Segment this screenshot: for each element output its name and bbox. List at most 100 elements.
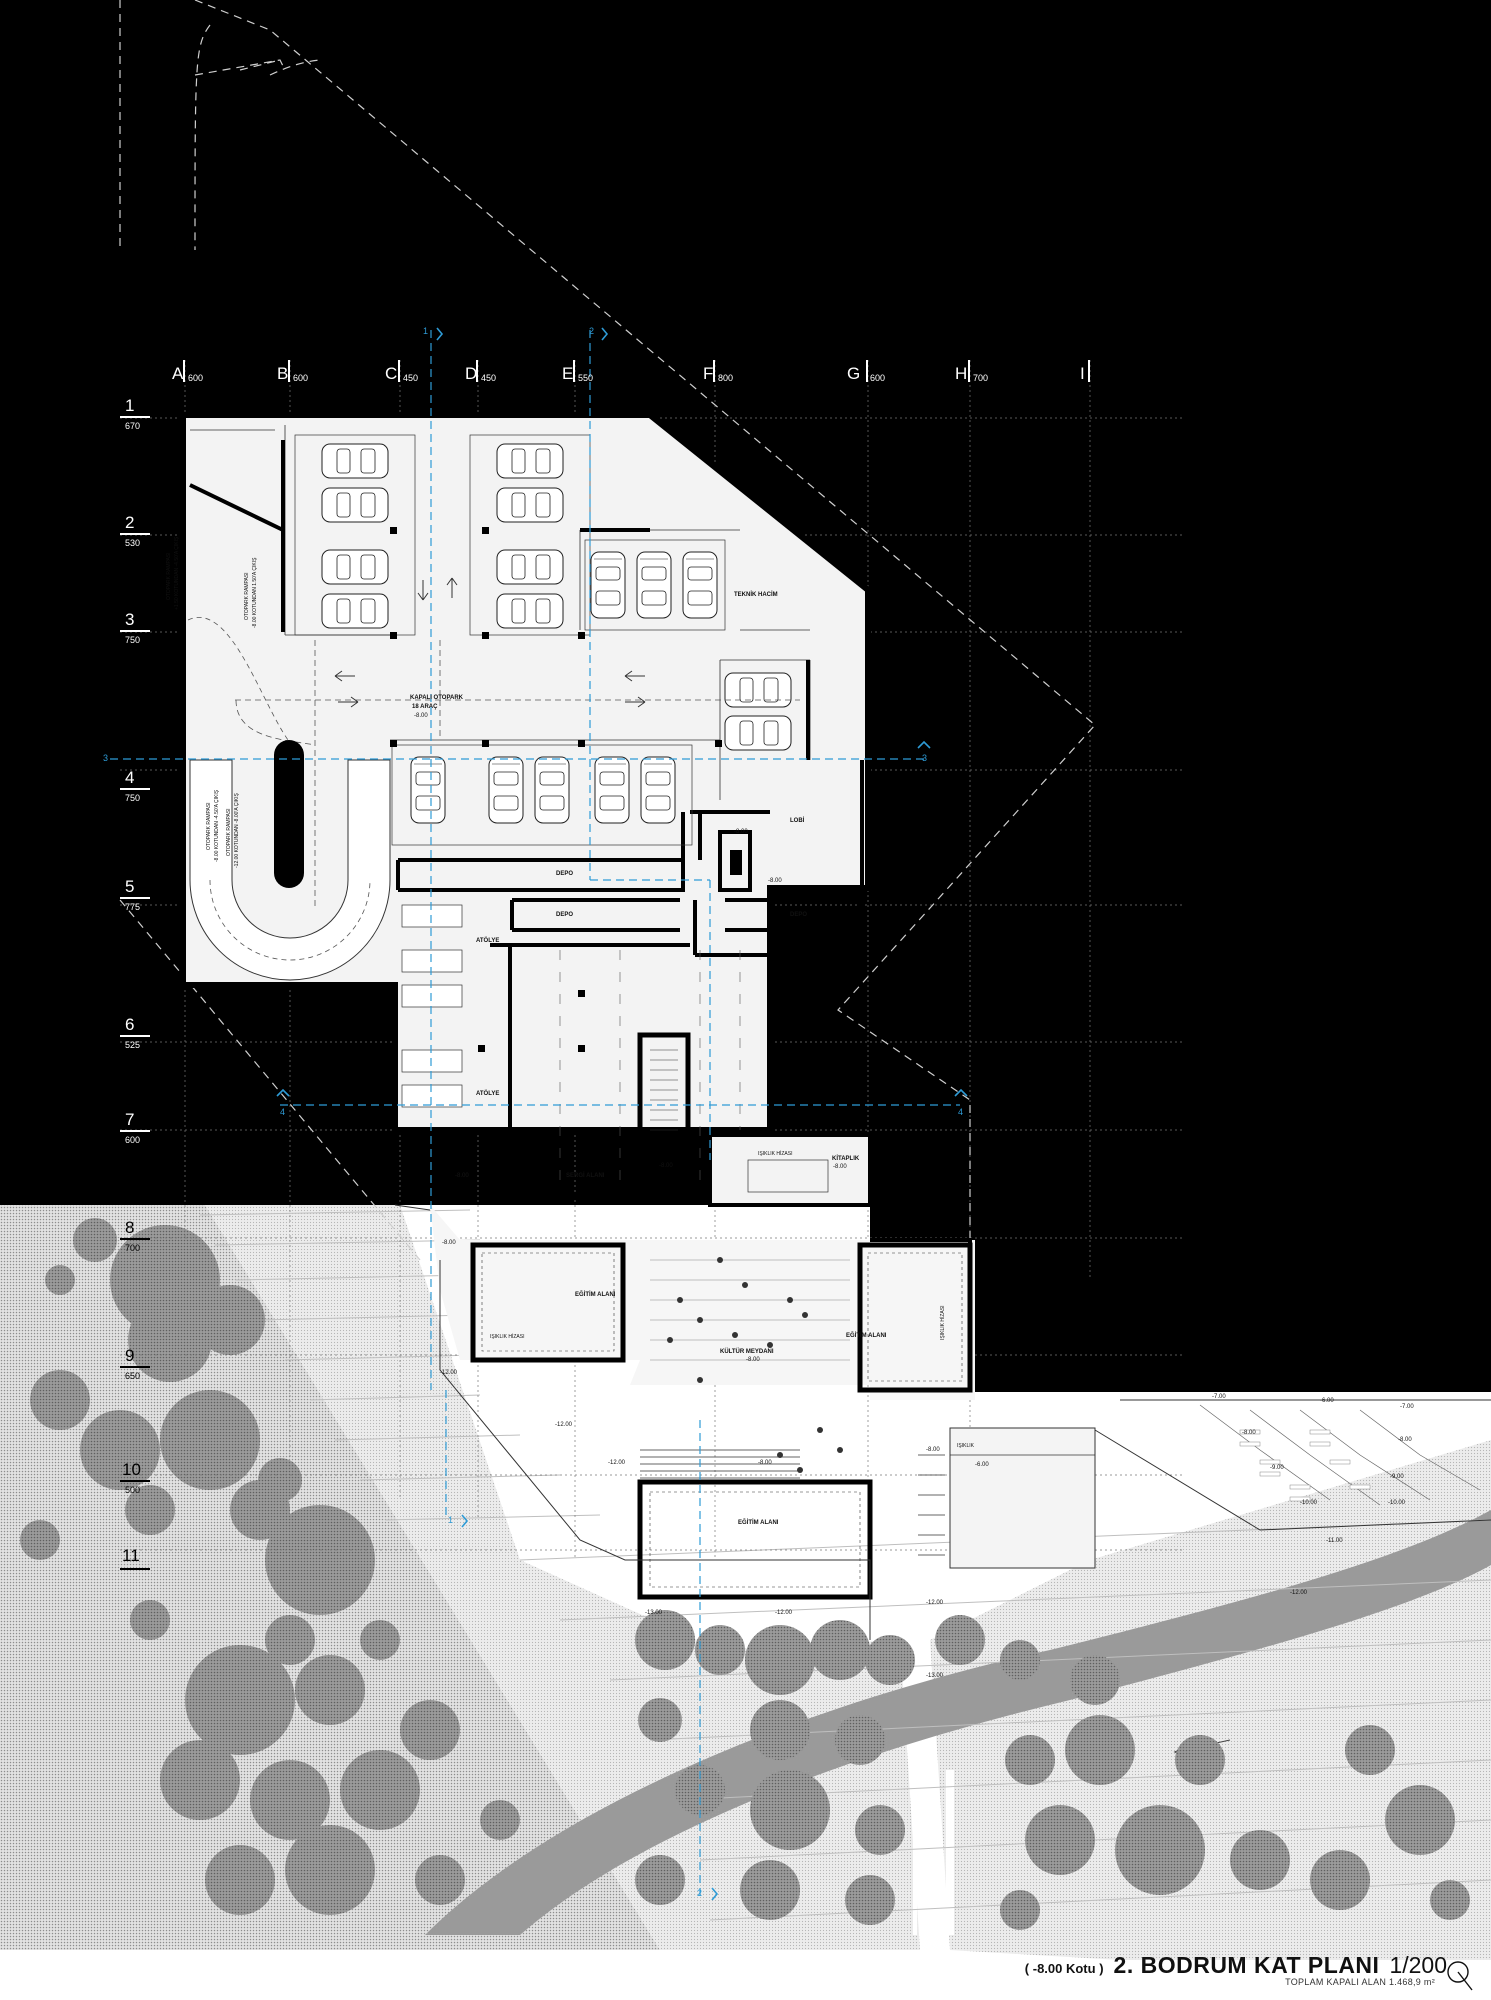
trees [20,1218,520,1915]
grid-row-label: 11 [122,1546,140,1565]
level-label: -8.00 [768,878,782,884]
level-label: -8.00 [758,1460,772,1466]
ramp-label: OTOPARK RAMPASI [166,552,172,600]
room-label: DEPO [556,871,574,877]
grid-row-label: 3 [125,610,135,629]
level-label: -13.00 [645,1610,663,1616]
level-label: -8.00 [926,1447,940,1453]
room-label: IŞIKLIK HİZASI [490,1334,525,1340]
grid-row-dim: 600 [125,1135,141,1145]
grid-row-label: 2 [125,513,135,532]
level-label: -8.00 [442,1240,456,1246]
room-label: DEPO [790,912,808,918]
ramp-label: OTOPARK RAMPASI [206,802,212,850]
level-label: -12.00 [1290,1590,1308,1596]
level-label: -8.00 [659,1163,673,1169]
level-label: -7.00 [1212,1394,1226,1400]
ramp-label: -8.00 KOTUNDAN -4.50'A ÇIKIŞ [214,789,220,862]
level-label: -8.00 [833,1164,847,1170]
level-label: -8.00 [455,1173,469,1179]
level-label: -8.00 [734,829,748,835]
grid-row-label: 10 [122,1460,141,1479]
section-marker: 4 [958,1107,964,1117]
grid-row-dim: 775 [125,902,141,912]
grid-row-dim: 530 [125,538,141,548]
room-label: -8.00 [414,713,428,719]
floor-level: ( -8.00 Kotu ) [1024,1961,1104,1976]
section-marker: 1 [448,1515,454,1525]
section-marker: 1 [423,326,429,336]
room-label: IŞIKLIK HİZASI [940,1305,946,1340]
grid-row-label: 6 [125,1015,135,1034]
level-label: -6.00 [1320,1398,1334,1404]
room-label: TEKNİK HACİM [734,592,778,598]
room-label: LOBİ [790,818,805,824]
drawing-scale: 1/200 [1389,1952,1447,1978]
grid-col-dim: 700 [973,373,989,383]
grid-col-dim: 600 [188,373,204,383]
level-label: -12.00 [555,1422,573,1428]
room-label: IŞIKLIK [957,1443,974,1449]
level-label: -8.00 [455,1173,469,1179]
grid-col-label: C [385,364,398,383]
room-label: IŞIKLIK HİZASI [758,1151,793,1157]
grid-row-label: 8 [125,1218,135,1237]
level-label: -11.00 [1326,1538,1343,1544]
room-label: KİTAPLIK [832,1156,860,1162]
grid-row-dim: 750 [125,793,141,803]
room-label: ATÖLYE [476,938,500,944]
grid-col-dim: 450 [403,373,419,383]
grid-col-dim: 800 [718,373,734,383]
level-label: -12.00 [608,1460,626,1466]
level-label: -12.00 [926,1600,944,1606]
grid-col-label: E [562,364,574,383]
grid-col-dim: 450 [481,373,497,383]
grid-col-label: G [847,364,861,383]
drawing-title: 2. BODRUM KAT PLANI [1113,1952,1380,1978]
ramp-label: -8.00 KOTUNDAN 1.50'A ÇIKIŞ [252,557,258,628]
grid-row-dim: 670 [125,421,141,431]
grid-col-label: D [465,364,478,383]
grid-col-label: B [277,364,289,383]
room-label: DEPO [556,912,574,918]
level-label: -9.00 [1270,1465,1284,1471]
total-area: TOPLAM KAPALI ALAN 1.468,9 m² [1285,1977,1435,1987]
grid-row-dim: 500 [125,1485,141,1495]
grid-row-label: 7 [125,1110,135,1129]
grid-row-dim: 650 [125,1371,141,1381]
ramp-label: OTOPARK RAMPASI [226,808,232,856]
room-label: ATÖLYE [476,1091,500,1097]
grid-col-dim: 600 [293,373,309,383]
level-label: -7.00 [1400,1404,1414,1410]
level-label: -10.00 [1388,1500,1406,1506]
grid-col-label: A [172,364,184,383]
room-label: EĞİTİM ALANI [575,1292,616,1298]
ramp-label: +1.50 KOTUNDAN -4.50'A ÇIKIŞ [174,536,180,610]
grid-row-dim: 700 [125,1243,141,1253]
grid-row-dim: 525 [125,1040,141,1050]
level-label: -8.00 [1398,1437,1412,1443]
grid-col-label: H [955,364,968,383]
level-label: -8.00 [746,1357,760,1363]
grid-col-label: I [1080,364,1085,383]
section-marker: 2 [589,326,595,336]
grid-row-dim: 750 [125,635,141,645]
level-label: -6.00 [975,1462,989,1468]
room-label: KAPALI OTOPARK [410,695,464,701]
grid-col-label: F [703,364,714,383]
section-marker: 3 [103,753,109,763]
ramp-label: -12.00 KOTUNDAN -8.00'A ÇIKIŞ [234,793,240,868]
grid-col-dim: 600 [870,373,886,383]
level-label: -8.00 [1242,1430,1256,1436]
level-label: -12.00 [775,1610,793,1616]
level-label: -12.00 [440,1370,458,1376]
title-block: ( -8.00 Kotu ) 2. BODRUM KAT PLANI 1/200… [1025,1952,1447,1987]
grid-row-label: 1 [125,396,135,415]
level-label: -13.00 [926,1673,944,1679]
room-label: 18 ARAÇ [412,704,438,710]
grid-row-label: 5 [125,877,135,896]
room-label: EĞİTİM ALANI [738,1520,779,1526]
grid-row-label: 4 [125,768,135,787]
grid-col-dim: 550 [578,373,594,383]
